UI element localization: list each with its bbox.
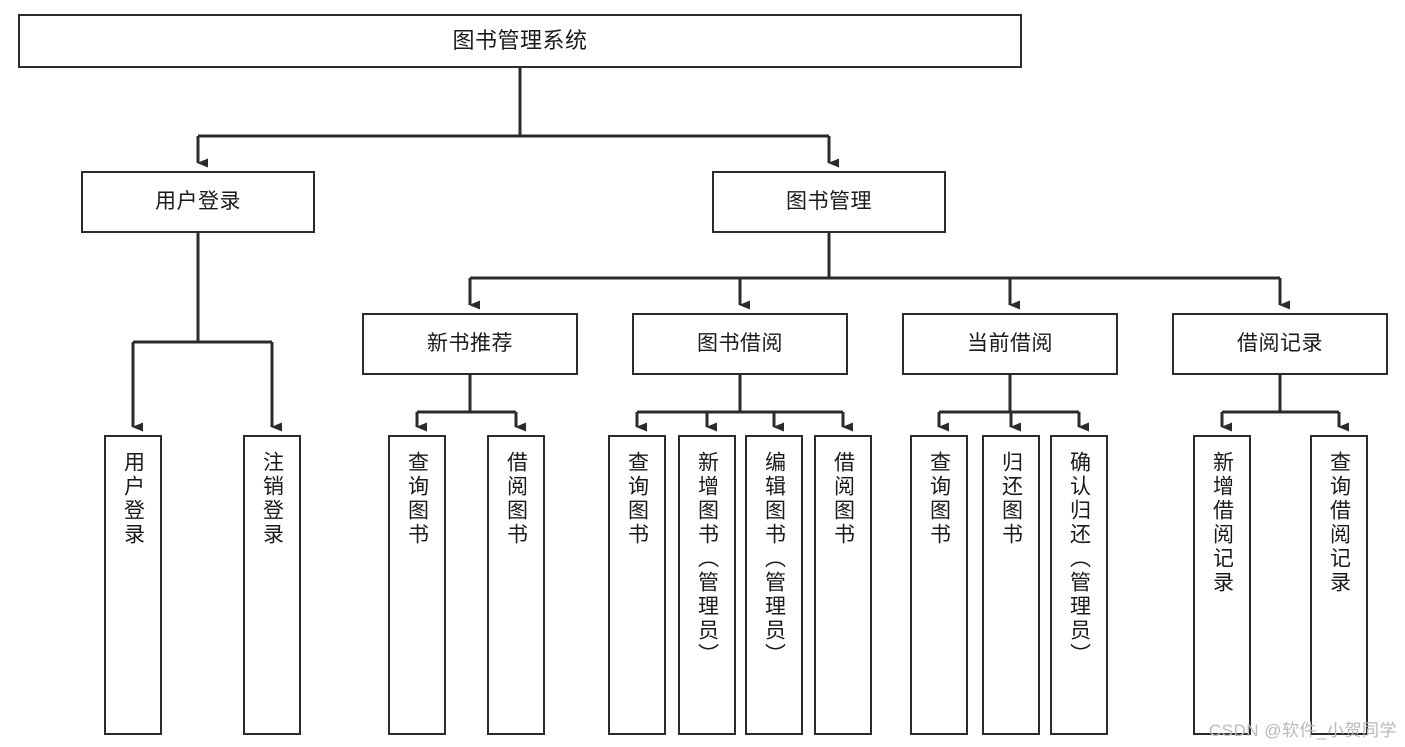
node-book-borrow[interactable]: 图书借阅: [632, 313, 848, 375]
node-user-login-label: 用户登录: [155, 189, 241, 213]
node-current-borrow[interactable]: 当前借阅: [902, 313, 1118, 375]
node-book-manage[interactable]: 图书管理: [712, 171, 946, 233]
watermark: CSDN @软件_小贺同学: [1208, 721, 1397, 740]
node-book-manage-label: 图书管理: [786, 189, 872, 213]
node-leaf-user-login[interactable]: 用户登录: [104, 435, 162, 735]
node-leaf-add-record[interactable]: 新增借阅记录: [1193, 435, 1251, 735]
node-leaf-edit-book[interactable]: 编辑图书（管理员）: [745, 435, 803, 735]
node-leaf-user-login-label: 用户登录: [121, 451, 145, 547]
node-leaf-return-book[interactable]: 归还图书: [982, 435, 1040, 735]
node-leaf-query-record[interactable]: 查询借阅记录: [1310, 435, 1368, 735]
node-new-book-recommend[interactable]: 新书推荐: [362, 313, 578, 375]
node-leaf-add-book-label: 新增图书（管理员）: [695, 451, 719, 667]
node-leaf-borrow-book-2-label: 借阅图书: [831, 451, 855, 547]
node-leaf-edit-book-label: 编辑图书（管理员）: [762, 451, 786, 667]
node-leaf-confirm-return[interactable]: 确认归还（管理员）: [1050, 435, 1108, 735]
node-leaf-borrow-book-1-label: 借阅图书: [504, 451, 528, 547]
node-leaf-query-book-3[interactable]: 查询图书: [910, 435, 968, 735]
node-book-borrow-label: 图书借阅: [697, 331, 783, 355]
node-current-borrow-label: 当前借阅: [967, 331, 1053, 355]
node-borrow-record[interactable]: 借阅记录: [1172, 313, 1388, 375]
node-new-book-recommend-label: 新书推荐: [427, 331, 513, 355]
node-leaf-query-book-1-label: 查询图书: [405, 451, 429, 547]
node-root-label: 图书管理系统: [452, 28, 588, 54]
node-leaf-query-book-3-label: 查询图书: [927, 451, 951, 547]
node-leaf-add-book[interactable]: 新增图书（管理员）: [678, 435, 736, 735]
node-leaf-query-book-2-label: 查询图书: [625, 451, 649, 547]
node-leaf-borrow-book-1[interactable]: 借阅图书: [487, 435, 545, 735]
node-leaf-query-book-2[interactable]: 查询图书: [608, 435, 666, 735]
node-leaf-add-record-label: 新增借阅记录: [1210, 451, 1234, 595]
node-leaf-borrow-book-2[interactable]: 借阅图书: [814, 435, 872, 735]
node-root[interactable]: 图书管理系统: [18, 14, 1022, 68]
node-leaf-query-book-1[interactable]: 查询图书: [388, 435, 446, 735]
node-leaf-user-logout[interactable]: 注销登录: [243, 435, 301, 735]
node-leaf-query-record-label: 查询借阅记录: [1327, 451, 1351, 595]
node-leaf-confirm-return-label: 确认归还（管理员）: [1067, 451, 1091, 667]
node-borrow-record-label: 借阅记录: [1237, 331, 1323, 355]
node-leaf-user-logout-label: 注销登录: [260, 451, 284, 547]
node-user-login[interactable]: 用户登录: [81, 171, 315, 233]
node-leaf-return-book-label: 归还图书: [999, 451, 1023, 547]
